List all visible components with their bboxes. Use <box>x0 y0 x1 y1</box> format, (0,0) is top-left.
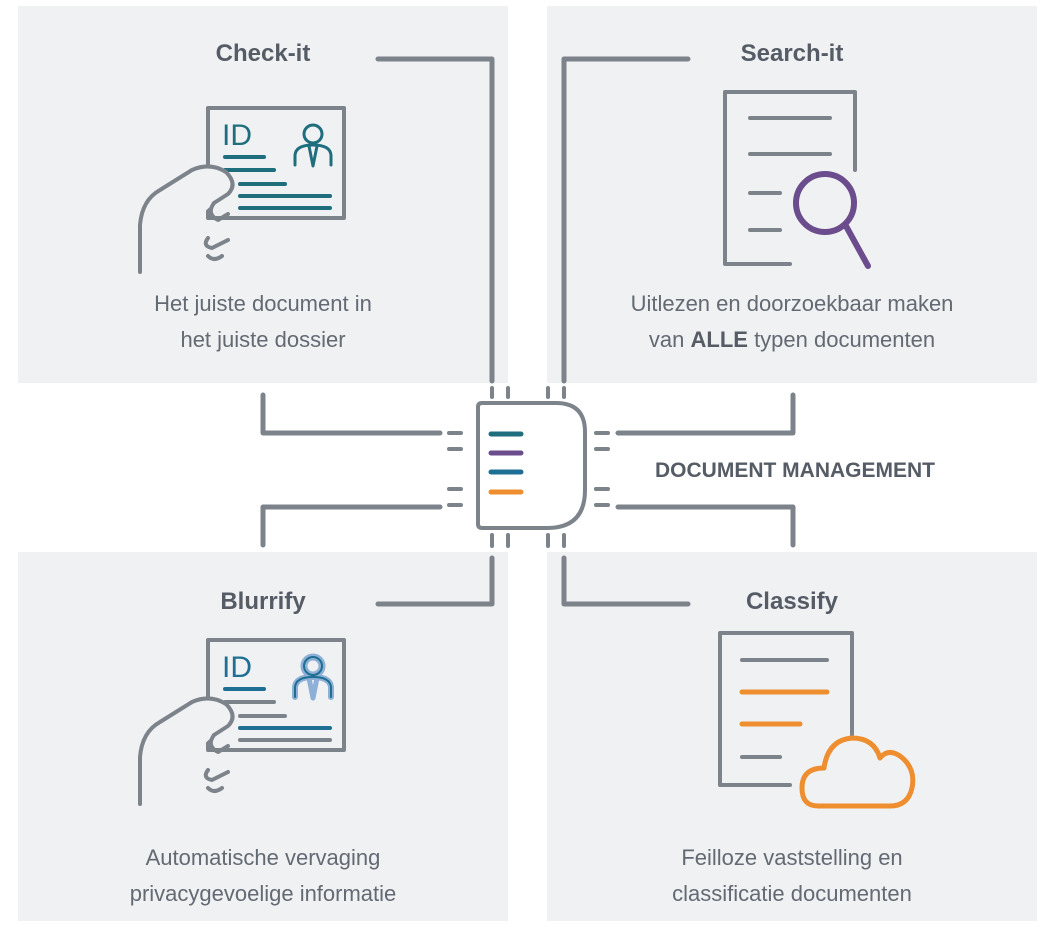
classify-desc-line1: Feilloze vaststelling en <box>681 845 903 870</box>
search-it-desc-line2: van ALLE typen documenten <box>572 322 1012 358</box>
blurrify-description: Automatische vervaging privacygevoelige … <box>43 840 483 912</box>
blurrify-panel <box>18 552 508 921</box>
id-card-hand-icon: ID <box>138 106 346 274</box>
search-it-panel <box>547 6 1037 383</box>
connector-check-it <box>375 56 495 384</box>
classify-panel <box>547 552 1037 921</box>
check-it-description: Het juiste document in het juiste dossie… <box>43 286 483 358</box>
classify-desc-line2: classificatie documenten <box>672 881 912 906</box>
search-it-desc-line1: Uitlezen en doorzoekbaar maken <box>630 291 954 316</box>
classify-title: Classify <box>745 588 839 615</box>
check-it-title: Check-it <box>215 40 311 67</box>
classify-description: Feilloze vaststelling en classificatie d… <box>572 840 1012 912</box>
connector-lines <box>260 56 796 607</box>
search-it-desc-bold: ALLE <box>690 327 748 352</box>
check-it-desc-line1: Het juiste document in <box>154 291 372 316</box>
connector-search-it <box>561 56 691 384</box>
document-hub-icon <box>476 401 587 530</box>
blurrify-title: Blurrify <box>220 588 306 615</box>
svg-text:ID: ID <box>222 651 252 684</box>
svg-text:ID: ID <box>222 119 252 152</box>
document-cloud-icon <box>718 631 916 809</box>
document-magnifier-icon <box>723 90 871 269</box>
chip-pins <box>447 386 610 548</box>
document-management-label: DOCUMENT MANAGEMENT <box>655 459 935 482</box>
bracket-right-top <box>615 392 796 436</box>
bracket-left-bottom <box>260 504 443 548</box>
connector-blurrify <box>375 555 495 607</box>
blurrify-desc-line1: Automatische vervaging <box>145 845 381 870</box>
check-it-desc-line2: het juiste dossier <box>180 327 346 352</box>
bracket-right-bottom <box>615 504 796 548</box>
connector-classify <box>561 555 691 607</box>
search-it-description: Uitlezen en doorzoekbaar maken van ALLE … <box>572 286 1012 358</box>
search-it-desc-post: typen documenten <box>747 327 936 352</box>
bracket-left-top <box>260 392 443 436</box>
blurred-id-card-hand-icon: ID <box>138 638 346 806</box>
search-it-desc-pre: van <box>648 327 691 352</box>
search-it-title: Search-it <box>740 40 844 67</box>
blurrify-desc-line2: privacygevoelige informatie <box>129 881 397 906</box>
